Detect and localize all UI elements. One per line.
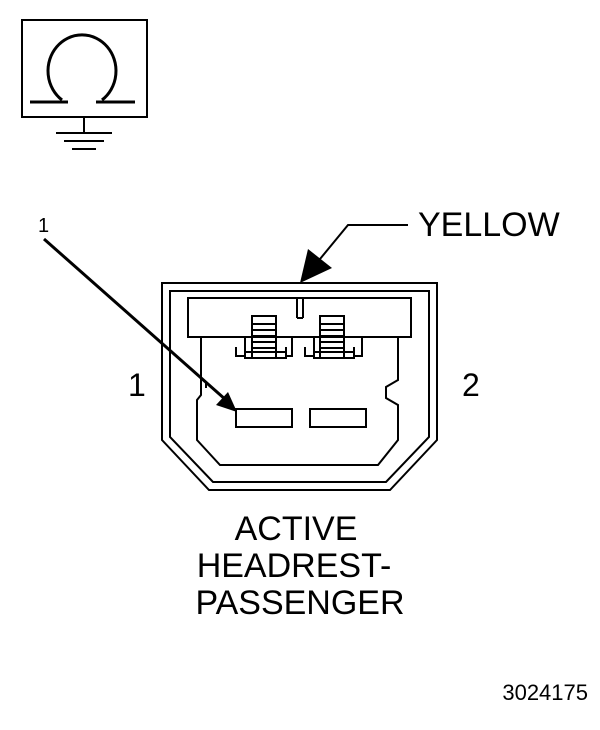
callout-number: 1 [38, 215, 49, 237]
ohm-ground-symbol-icon [21, 19, 148, 150]
pin-cavity-2 [309, 408, 367, 428]
figure-id: 3024175 [502, 680, 588, 705]
callout-leader-arrow [43, 237, 237, 412]
wire-color-label: YELLOW [418, 206, 560, 244]
pin-label-right: 2 [462, 367, 480, 403]
pin-cavity-1 [235, 408, 293, 428]
connector-name-line2: HEADREST- [197, 547, 392, 585]
terminal-tower-left [235, 315, 293, 359]
terminal-tower-right [304, 315, 363, 359]
connector-name-line3: PASSENGER [195, 584, 404, 622]
connector-outline [161, 282, 438, 491]
pin-label-left: 1 [128, 367, 146, 403]
wire-color-leader [300, 224, 408, 283]
connector-name-line1: ACTIVE [235, 510, 358, 548]
